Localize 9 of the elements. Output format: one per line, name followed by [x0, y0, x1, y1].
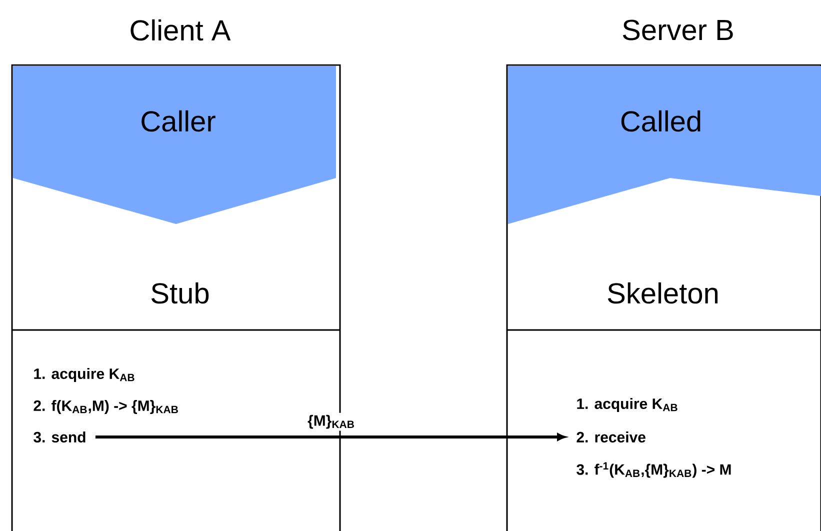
- step-text: 3. send: [34, 432, 86, 443]
- layer-label: Stub: [152, 282, 209, 304]
- edge-label: {M}$_{KAB}$: [306, 412, 357, 431]
- step-text: 1. acquire K$_{AB}$: [577, 398, 678, 412]
- layer-label: Skeleton: [608, 282, 718, 304]
- step-text: 3. f$^{-1}$(K$_{AB}$,{M}$_{KAB}$) -> M: [576, 462, 731, 478]
- step-text: 1. acquire K$_{AB}$: [34, 368, 134, 382]
- step-text: 2. receive: [576, 432, 646, 442]
- step-text: 2. f(K$_{AB}$,M) -> {M}$_{KAB}$: [34, 400, 178, 414]
